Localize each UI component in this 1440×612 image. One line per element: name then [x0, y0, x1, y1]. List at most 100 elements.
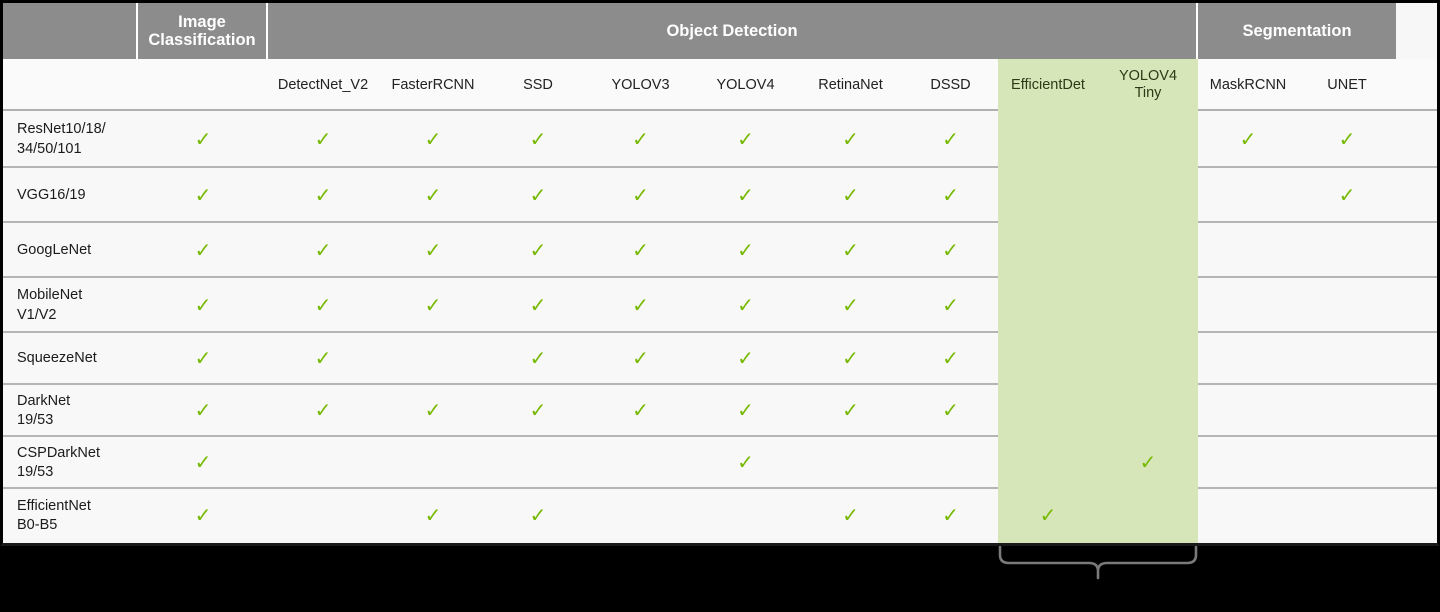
cell-efficientdet: ✓ [998, 223, 1098, 278]
check-icon: ✓ [529, 398, 547, 422]
check-icon: ✓ [942, 182, 959, 207]
cell-retinanet: ✓ [798, 168, 903, 223]
check-icon: ✓ [194, 182, 212, 207]
cell-yolov4_tiny: ✓ [1098, 385, 1198, 437]
column-header-fasterrcnn[interactable]: FasterRCNN [378, 59, 488, 111]
cell-yolov3: ✓ [588, 278, 693, 333]
check-icon: ✓ [942, 292, 959, 317]
check-icon: ✓ [737, 398, 754, 422]
column-header-label-yolov3: YOLOV3 [611, 76, 670, 93]
cell-maskrcnn: ✓ [1198, 333, 1298, 385]
check-icon: ✓ [632, 126, 649, 151]
table-row: VGG16/19✓✓✓✓✓✓✓✓✓✓✓✓ [3, 168, 1437, 223]
brace-icon [998, 545, 1198, 580]
cell-ssd: ✓ [488, 385, 588, 437]
check-icon: ✓ [1338, 126, 1356, 151]
cell-maskrcnn: ✓ [1198, 489, 1298, 543]
check-icon: ✓ [942, 237, 959, 262]
cell-image_classification: ✓ [138, 111, 268, 168]
cell-yolov4: ✓ [693, 385, 798, 437]
cell-dssd: ✓ [903, 278, 998, 333]
check-icon: ✓ [194, 450, 212, 474]
column-header-yolov4[interactable]: YOLOV4 [693, 59, 798, 111]
check-icon: ✓ [632, 182, 649, 207]
column-header-unet[interactable]: UNET [1298, 59, 1396, 111]
check-icon: ✓ [529, 237, 547, 262]
column-header-detectnet_v2[interactable]: DetectNet_V2 [268, 59, 378, 111]
check-icon: ✓ [1239, 126, 1257, 151]
cell-ssd: ✓ [488, 223, 588, 278]
cell-retinanet: ✓ [798, 437, 903, 489]
column-header-yolov3[interactable]: YOLOV3 [588, 59, 693, 111]
row-label-text: SqueezeNet [17, 350, 97, 367]
cell-yolov4_tiny: ✓ [1098, 333, 1198, 385]
row-label-text: VGG16/19 [17, 186, 86, 203]
check-icon: ✓ [737, 126, 754, 151]
check-icon: ✓ [424, 398, 442, 422]
check-icon: ✓ [737, 182, 754, 207]
check-icon: ✓ [737, 292, 754, 317]
column-header-label-yolov4: YOLOV4 [716, 76, 775, 93]
check-icon: ✓ [424, 503, 442, 527]
cell-maskrcnn: ✓ [1198, 111, 1298, 168]
cell-yolov4: ✓ [693, 223, 798, 278]
check-icon: ✓ [1338, 182, 1356, 207]
check-icon: ✓ [194, 292, 212, 317]
cell-maskrcnn: ✓ [1198, 223, 1298, 278]
column-header-backbone [3, 59, 138, 111]
cell-fasterrcnn: ✓ [378, 333, 488, 385]
cell-maskrcnn: ✓ [1198, 437, 1298, 489]
cell-ssd: ✓ [488, 333, 588, 385]
check-icon: ✓ [314, 346, 332, 370]
check-icon: ✓ [424, 292, 442, 317]
cell-detectnet_v2: ✓ [268, 489, 378, 543]
cell-yolov4_tiny: ✓ [1098, 489, 1198, 543]
row-label: SqueezeNet [3, 333, 138, 385]
cell-yolov4_tiny: ✓ [1098, 278, 1198, 333]
check-icon: ✓ [737, 237, 754, 262]
cell-maskrcnn: ✓ [1198, 385, 1298, 437]
cell-efficientdet: ✓ [998, 111, 1098, 168]
cell-detectnet_v2: ✓ [268, 437, 378, 489]
cell-detectnet_v2: ✓ [268, 223, 378, 278]
table-row: SqueezeNet✓✓✓✓✓✓✓✓✓✓✓✓ [3, 333, 1437, 385]
column-header-efficientdet[interactable]: EfficientDet [998, 59, 1098, 111]
cell-fasterrcnn: ✓ [378, 168, 488, 223]
column-header-label-efficientdet: EfficientDet [1011, 76, 1085, 93]
column-header-label-dssd: DSSD [930, 76, 971, 93]
cell-yolov3: ✓ [588, 385, 693, 437]
group-header-blank [3, 3, 138, 59]
column-header-label-detectnet_v2: DetectNet_V2 [277, 76, 369, 93]
check-icon: ✓ [194, 126, 212, 151]
check-icon: ✓ [632, 346, 649, 370]
column-header-maskrcnn[interactable]: MaskRCNN [1198, 59, 1298, 111]
check-icon: ✓ [314, 126, 332, 151]
check-icon: ✓ [529, 292, 547, 317]
cell-unet: ✓ [1298, 223, 1396, 278]
check-icon: ✓ [942, 398, 959, 422]
check-icon: ✓ [842, 346, 859, 370]
check-icon: ✓ [942, 346, 959, 370]
column-header-ssd[interactable]: SSD [488, 59, 588, 111]
cell-yolov4: ✓ [693, 111, 798, 168]
column-header-retinanet[interactable]: RetinaNet [798, 59, 903, 111]
check-icon: ✓ [737, 346, 754, 370]
column-header-dssd[interactable]: DSSD [903, 59, 998, 111]
cell-efficientdet: ✓ [998, 385, 1098, 437]
check-icon: ✓ [194, 398, 212, 422]
cell-yolov4_tiny: ✓ [1098, 437, 1198, 489]
